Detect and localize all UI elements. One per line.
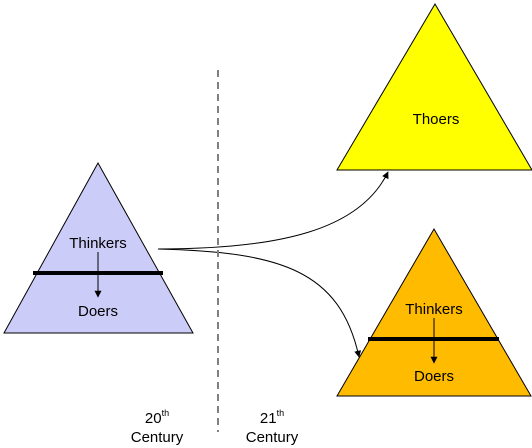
era-21st-number-line: 21th [260,408,284,427]
left-thinkers-label: Thinkers [69,235,127,252]
bottom-right-pyramid: Thinkers Doers [336,228,532,397]
top-right-pyramid: Thoers [336,3,532,171]
era-20th-number-line: 20th [145,408,169,427]
arrow-to-thoers [157,171,389,250]
bottom-right-triangle [336,228,532,397]
era-21st-number: 21 [260,410,277,427]
left-triangle [3,161,194,334]
left-pyramid: Thinkers Doers [3,161,194,334]
right-thinkers-label: Thinkers [405,301,463,318]
era-label-20th: 20th Century [131,408,184,446]
arrow-to-bottom-right-pyramid [157,248,362,358]
left-doers-label: Doers [78,303,118,320]
top-right-triangle [336,3,532,171]
era-21st-suffix: th [277,408,285,418]
era-21st-word: Century [246,429,299,446]
era-20th-word: Century [131,429,184,446]
era-label-21st: 21th Century [246,408,299,446]
era-20th-number: 20 [145,410,162,427]
right-doers-label: Doers [414,368,454,385]
thoers-label: Thoers [413,111,460,128]
era-20th-suffix: th [162,408,170,418]
